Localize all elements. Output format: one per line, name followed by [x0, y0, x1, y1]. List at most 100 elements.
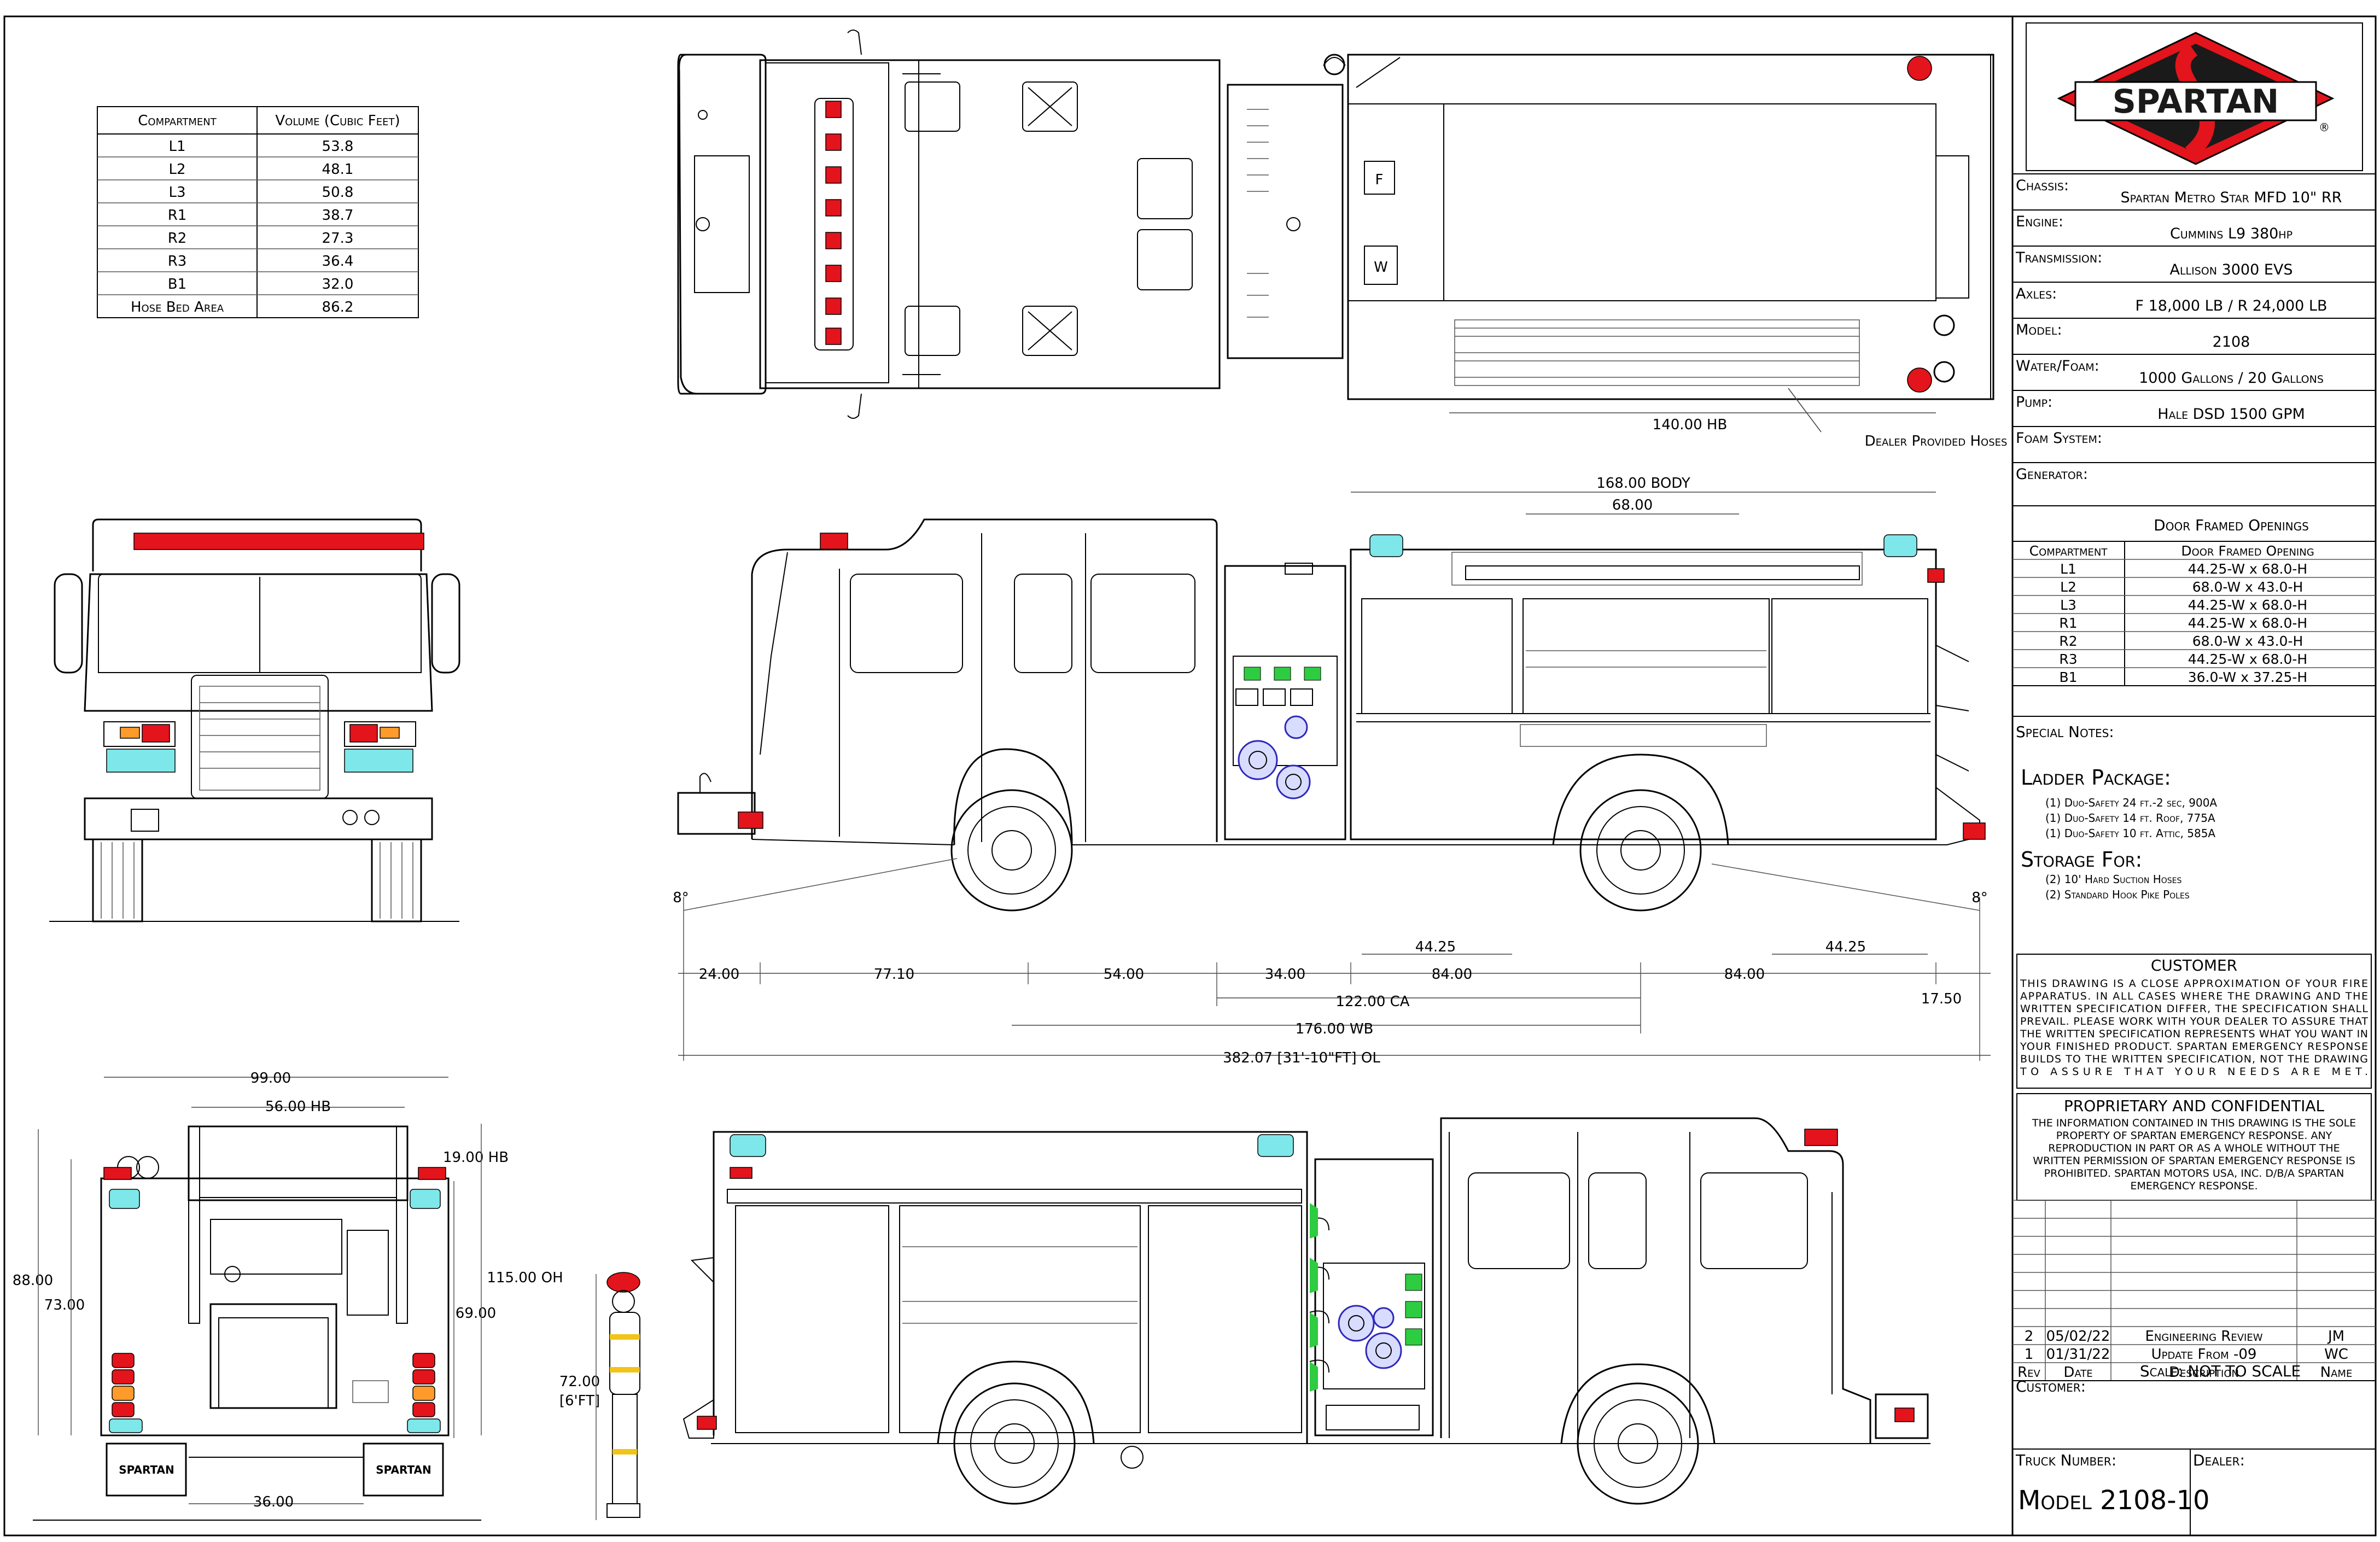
storage-title: Storage For:: [2021, 848, 2142, 872]
volume-table-compartment: L3: [168, 184, 185, 201]
dim-99: 99.00: [250, 1070, 291, 1087]
customer-notice-line: WRITTEN SPECIFICATION DIFFER, THE SPECIF…: [2020, 1003, 2368, 1015]
dim-center: 68.00: [1612, 497, 1653, 513]
customer-label: Customer:: [2016, 1377, 2086, 1395]
door-table-compartment: R2: [2059, 633, 2077, 649]
volume-table-value: 32.0: [322, 276, 354, 293]
dealer-label: Dealer:: [2193, 1451, 2245, 1469]
door-table-header: Compartment: [2029, 543, 2108, 559]
front-view: [49, 518, 460, 922]
ladder-item: (1) Duo-Safety 14 ft. Roof, 775A: [2045, 811, 2215, 825]
storage-items: (2) 10' Hard Suction Hoses(2) Standard H…: [2045, 873, 2190, 901]
dim-44b: 44.25: [1825, 939, 1866, 955]
volume-table-compartment: R2: [168, 230, 187, 247]
customer-notice-line: YOUR FINISHED PRODUCT. SPARTAN EMERGENCY…: [2020, 1041, 2368, 1053]
volume-table-frame: [97, 106, 419, 318]
revision-header: Name: [2320, 1364, 2353, 1381]
proprietary-notice-line: THE INFORMATION CONTAINED IN THIS DRAWIN…: [2032, 1117, 2356, 1129]
door-table-opening: 68.0-W x 43.0-H: [2192, 579, 2303, 595]
dim-44a: 44.25: [1415, 939, 1456, 955]
revision-cell: Update From -09: [2151, 1346, 2257, 1363]
revision-header: Description: [2169, 1364, 2239, 1381]
proprietary-notice-text: THE INFORMATION CONTAINED IN THIS DRAWIN…: [2032, 1117, 2356, 1192]
truck-number-label: Truck Number:: [2015, 1451, 2116, 1469]
dim-73: 73.00: [44, 1297, 85, 1313]
door-table-compartment: L3: [2060, 597, 2076, 613]
spec-value: F 18,000 LB / R 24,000 LB: [2136, 297, 2328, 314]
volume-table-value: 53.8: [322, 138, 354, 155]
dim-24: 24.00: [699, 966, 739, 983]
spec-label: Water/Foam:: [2016, 358, 2099, 375]
volume-table-compartment: Hose Bed Area: [131, 299, 224, 316]
dim-54: 54.00: [1104, 966, 1144, 983]
spec-value: 2108: [2213, 334, 2250, 351]
proprietary-notice-line: PROPERTY OF SPARTAN EMERGENCY RESPONSE. …: [2056, 1130, 2332, 1142]
door-table-opening: 68.0-W x 43.0-H: [2192, 633, 2303, 649]
revision-cell: Engineering Review: [2145, 1328, 2262, 1345]
volume-table-value: 48.1: [322, 161, 354, 178]
customer-notice-line: PREVAIL. PLEASE WORK WITH YOUR DEALER TO…: [2020, 1015, 2368, 1027]
customer-notice-text: THIS DRAWING IS A CLOSE APPROXIMATION OF…: [2020, 978, 2368, 1078]
customer-notice-title: CUSTOMER: [2151, 956, 2237, 974]
door-table-title: Door Framed Openings: [2154, 516, 2309, 534]
proprietary-notice-line: REPRODUCTION IN PART OR AS A WHOLE WITHO…: [2048, 1142, 2340, 1154]
dim-person-ft: [6'FT]: [559, 1393, 600, 1409]
dim-34: 34.00: [1265, 966, 1305, 983]
pump-panel-left: [1235, 667, 1321, 799]
spec-label: Pump:: [2016, 394, 2052, 411]
mud-flap-left: SPARTAN: [119, 1463, 174, 1476]
dim-17: 17.50: [1921, 991, 1962, 1007]
proprietary-notice-line: EMERGENCY RESPONSE.: [2130, 1180, 2258, 1192]
volume-table-compartment: R3: [168, 253, 187, 270]
rear-view: 99.00 56.00 HB 19.00 HB 115.00 OH 88.00 …: [13, 1070, 563, 1521]
customer-notice-line: THE WRITTEN SPECIFICATION REPRESENTS WHA…: [2020, 1028, 2368, 1040]
title-block: SPARTAN ® Chassis: Spartan Metro Star MFD…: [2011, 16, 2376, 1535]
spec-label: Chassis:: [2016, 177, 2069, 194]
model-number: Model 2108-10: [2018, 1485, 2210, 1516]
volume-table-value: 86.2: [322, 299, 354, 316]
customer-notice-line: THIS DRAWING IS A CLOSE APPROXIMATION OF…: [2020, 978, 2368, 990]
door-table-header: Door Framed Opening: [2181, 543, 2314, 559]
dim-wb: 176.00 WB: [1296, 1021, 1374, 1037]
logo-text: SPARTAN: [2113, 83, 2279, 121]
marker-w: W: [1374, 259, 1388, 276]
storage-item: (2) Standard Hook Pike Poles: [2045, 888, 2190, 901]
customer-notice-line: TO ASSURE THAT YOUR NEEDS ARE MET.: [2020, 1066, 2368, 1078]
spec-value: Spartan Metro Star MFD 10" RR: [2121, 189, 2342, 206]
logo-reg: ®: [2319, 121, 2330, 134]
door-table-compartment: R1: [2059, 615, 2077, 631]
spec-label: Generator:: [2016, 466, 2088, 483]
spec-label: Axles:: [2016, 285, 2057, 302]
dim-hose-bed: 140.00 HB: [1653, 417, 1728, 433]
door-table-compartment: B1: [2059, 669, 2077, 685]
side-view-left: 8° 8°: [673, 518, 1988, 1061]
volume-table-value: 38.7: [322, 207, 354, 224]
top-view: F W 140.00 HB Dealer Provided Hoses: [677, 30, 2007, 449]
door-table-opening: 36.0-W x 37.25-H: [2188, 669, 2307, 685]
volume-table-compartment: R1: [168, 207, 187, 224]
dim-ca: 122.00 CA: [1335, 994, 1409, 1010]
dim-body: 168.00 BODY: [1596, 475, 1690, 492]
revision-cell: JM: [2327, 1328, 2344, 1345]
customer-notice-line: APPARATUS. IN ALL CASES WHERE THE DRAWIN…: [2020, 990, 2368, 1002]
dim-88: 88.00: [13, 1272, 53, 1289]
pump-panel-right: [1309, 1203, 1422, 1392]
ladder-item: (1) Duo-Safety 24 ft.-2 sec, 900A: [2045, 796, 2217, 809]
spec-value: Allison 3000 EVS: [2169, 261, 2292, 278]
lightbar-top: [825, 101, 842, 345]
mud-flap-right: SPARTAN: [376, 1463, 431, 1476]
spec-label: Engine:: [2016, 213, 2063, 230]
firefighter-figure: 72.00 [6'FT]: [559, 1272, 640, 1520]
revision-cell: 01/31/22: [2046, 1346, 2110, 1363]
dim-person: 72.00: [559, 1374, 600, 1390]
door-table-compartment: R3: [2059, 651, 2077, 667]
spec-value: Hale DSD 1500 GPM: [2157, 406, 2305, 423]
angle-left: 8°: [673, 890, 689, 906]
volume-table-header: Compartment: [138, 113, 217, 129]
revision-cell: 05/02/22: [2046, 1328, 2110, 1345]
volume-table-compartment: B1: [168, 276, 186, 293]
door-table-opening: 44.25-W x 68.0-H: [2188, 615, 2307, 631]
